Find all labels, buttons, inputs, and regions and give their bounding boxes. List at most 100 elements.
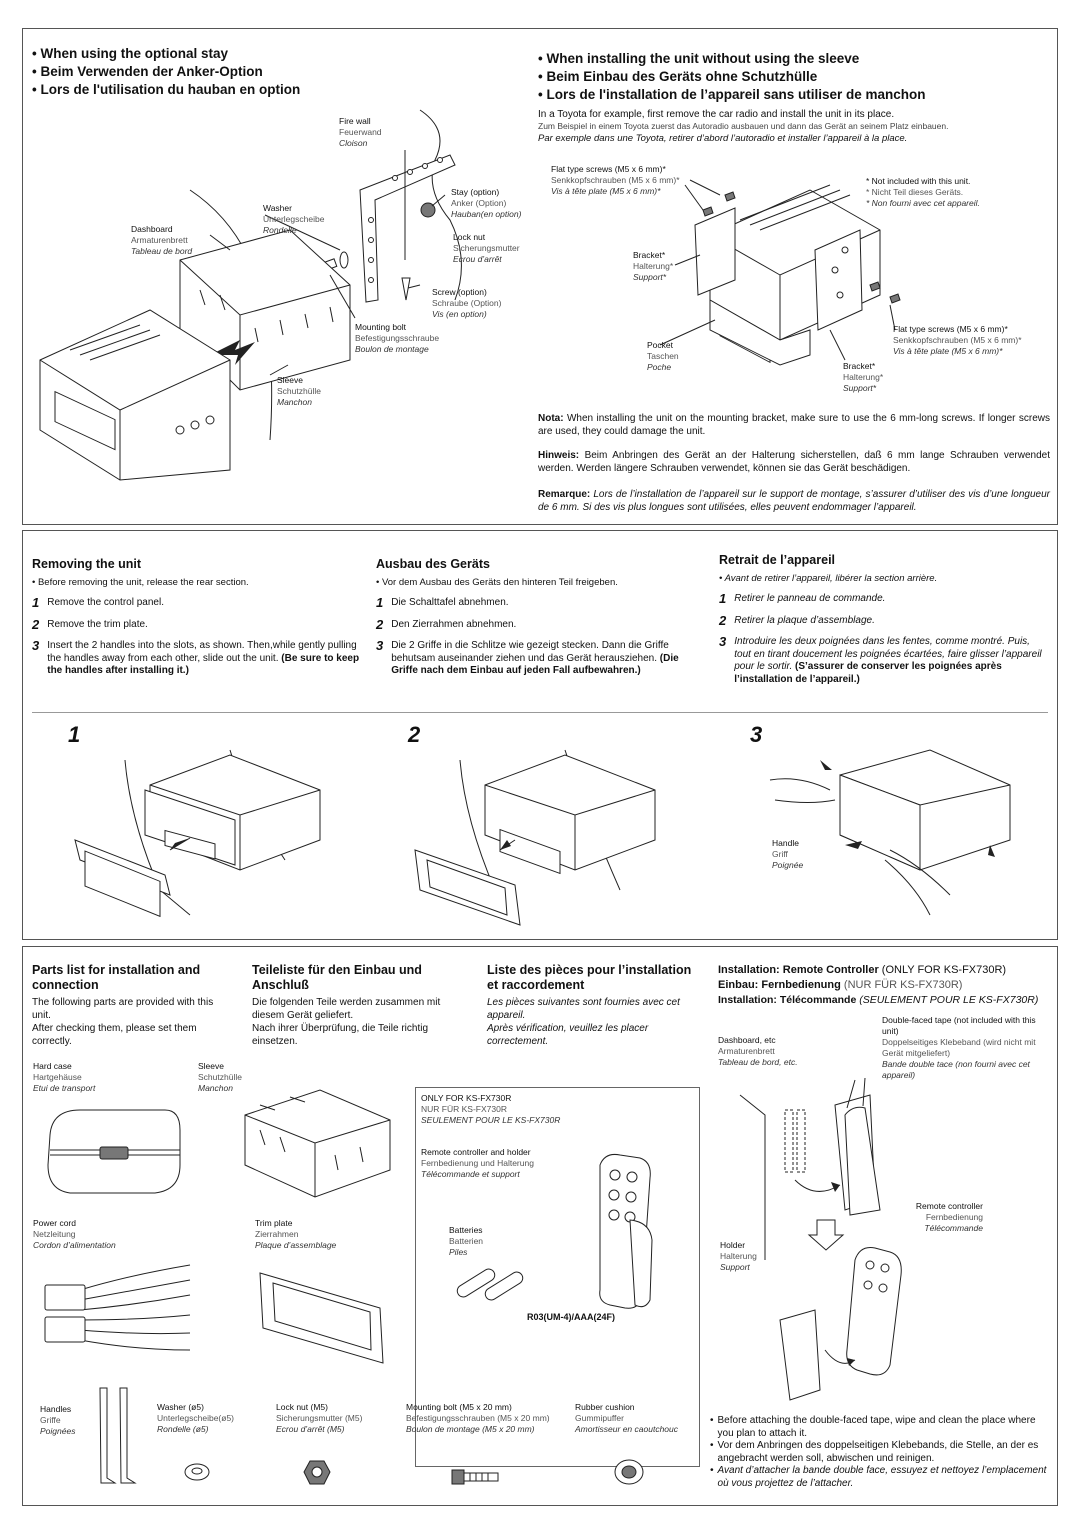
heading-de: • Beim Einbau des Geräts ohne Schutzhüll… xyxy=(538,69,818,84)
removing-fr: Retrait de l’appareil • Avant de retirer… xyxy=(719,553,1049,686)
mounting-bolt-part-image xyxy=(451,1469,499,1485)
label-mounting-bolt-part: Mounting bolt (M5 x 20 mm)Befestigungssc… xyxy=(406,1402,550,1434)
removing-en: Removing the unit • Before removing the … xyxy=(32,557,362,678)
no-sleeve-headings: • When installing the unit without using… xyxy=(538,50,926,104)
note-fr: •Avant d’attacher la bande double face, … xyxy=(710,1465,1047,1489)
parts-text1-en: The following parts are provided with th… xyxy=(32,997,214,1021)
batteries-image xyxy=(456,1268,524,1301)
no-sleeve-intro: In a Toyota for example, first remove th… xyxy=(538,108,1050,145)
battery-type: R03(UM-4)/AAA(24F) xyxy=(527,1312,616,1322)
removing-figure-1 xyxy=(74,749,321,918)
middle-divider xyxy=(32,712,1048,713)
parts-fr: Liste des pièces pour l’installation et … xyxy=(487,963,693,1048)
label-flat-screws-1: Flat type screws (M5 x 6 mm)*Senkkopfsch… xyxy=(551,164,680,196)
label-lock-nut-part: Lock nut (M5)Sicherungsmutter (M5)Ecrou … xyxy=(276,1402,363,1434)
heading-en: • When installing the unit without using… xyxy=(538,51,860,66)
removing-bullet-fr: • Avant de retirer l’appareil, libérer l… xyxy=(719,573,938,584)
label-bracket-2: Bracket*Halterung*Support* xyxy=(843,361,884,393)
remarque-fr: Remarque: Lors de l’installation de l’ap… xyxy=(538,489,1050,513)
only-for-box xyxy=(415,1087,700,1467)
parts-text1-fr: Les pièces suivantes sont fournies avec … xyxy=(487,997,680,1021)
rubber-cushion-image xyxy=(614,1459,644,1485)
nota-en: Nota: When installing the unit on the mo… xyxy=(538,413,1051,437)
heading-fr: • Lors de l'utilisation du hauban en opt… xyxy=(32,82,301,97)
lock-nut-part-image xyxy=(303,1460,331,1485)
label-not-included: * Not included with this unit.* Nicht Te… xyxy=(866,176,980,208)
washer-part-image xyxy=(184,1463,210,1481)
parts-title-fr: Liste des pièces pour l’installation et … xyxy=(487,963,692,992)
intro-de: Zum Beispiel in einem Toyota zuerst das … xyxy=(538,121,949,131)
bottom-section-frame xyxy=(22,946,1058,1506)
parts-title-en: Parts list for installation and connecti… xyxy=(32,963,201,992)
removing-figure-3 xyxy=(769,749,1011,916)
trim-plate-image xyxy=(259,1272,384,1364)
label-screw: Screw (option)Schraube (Option)Vis (en o… xyxy=(432,287,502,319)
middle-section-frame xyxy=(22,530,1058,940)
removing-title-en: Removing the unit xyxy=(32,557,142,571)
sleeve-part-image xyxy=(244,1089,391,1198)
removing-bullet-de: • Vor dem Ausbau des Geräts den hinteren… xyxy=(376,577,618,588)
parts-text1-de: Die folgenden Teile werden zusammen mit … xyxy=(252,997,441,1021)
parts-title-de: Teileliste für den Einbau und Anschluß xyxy=(252,963,422,992)
intro-en: In a Toyota for example, first remove th… xyxy=(538,109,895,120)
figure-number-1: 1 xyxy=(68,722,81,747)
removing-title-fr: Retrait de l’appareil xyxy=(719,553,836,567)
remote-heading-fr: Installation: Télécommande (SEULEMENT PO… xyxy=(718,994,1039,1006)
note-de: •Vor dem Anbringen des doppelseitigen Kl… xyxy=(710,1440,1039,1464)
handles-image xyxy=(99,1387,137,1484)
removing-de: Ausbau des Geräts • Vor dem Ausbau des G… xyxy=(376,557,706,678)
label-washer-part: Washer (ø5)Unterlegscheibe(ø5)Rondelle (… xyxy=(157,1402,235,1434)
top-section-frame xyxy=(22,28,1058,525)
remote-heading-de: Einbau: Fernbedienung (NUR FÜR KS-FX730R… xyxy=(718,979,963,991)
remote-install-notes: •Before attaching the double-faced tape,… xyxy=(710,1415,1052,1490)
parts-text2-en: After checking them, please set them cor… xyxy=(32,1023,197,1047)
hinweis-de: Hinweis: Beim Anbringen des Gerät an der… xyxy=(538,450,1051,474)
parts-text2-fr: Après vérification, veuillez les placer … xyxy=(487,1023,649,1047)
note-en: •Before attaching the double-faced tape,… xyxy=(710,1415,1036,1439)
figure-number-2: 2 xyxy=(408,722,421,747)
heading-de: • Beim Verwenden der Anker-Option xyxy=(32,64,263,79)
label-bracket-1: Bracket*Halterung*Support* xyxy=(633,250,674,282)
label-double-faced-tape: Double-faced tape (not included with thi… xyxy=(882,1015,1036,1080)
heading-fr: • Lors de l'installation de l’appareil s… xyxy=(538,87,926,102)
removing-bullet-en: • Before removing the unit, release the … xyxy=(32,577,249,588)
power-cord-image xyxy=(44,1264,191,1351)
remote-install-diagram xyxy=(739,1077,902,1401)
remote-install-headings: Installation: Remote Controller (ONLY FO… xyxy=(718,963,1053,1008)
optional-stay-diagram xyxy=(39,109,462,481)
figure-number-3: 3 xyxy=(750,722,763,747)
label-flat-screws-2: Flat type screws (M5 x 6 mm)*Senkkopfsch… xyxy=(893,324,1022,356)
label-stay: Stay (option)Anker (Option)Hauban(en opt… xyxy=(451,187,522,219)
intro-fr: Par exemple dans une Toyota, retirer d’a… xyxy=(538,133,908,144)
removing-figure-2 xyxy=(414,749,656,926)
heading-en: • When using the optional stay xyxy=(32,46,228,61)
optional-stay-headings: • When using the optional stay • Beim Ve… xyxy=(32,45,300,99)
parts-text2-de: Nach ihrer Überprüfung, die Teile richti… xyxy=(252,1023,429,1047)
hard-case-image xyxy=(47,1109,181,1194)
remote-part-image xyxy=(599,1154,653,1309)
no-sleeve-diagram xyxy=(659,179,901,366)
remote-heading-en: Installation: Remote Controller (ONLY FO… xyxy=(718,964,1007,976)
parts-en: Parts list for installation and connecti… xyxy=(32,963,228,1048)
parts-de: Teileliste für den Einbau und Anschluß D… xyxy=(252,963,462,1048)
